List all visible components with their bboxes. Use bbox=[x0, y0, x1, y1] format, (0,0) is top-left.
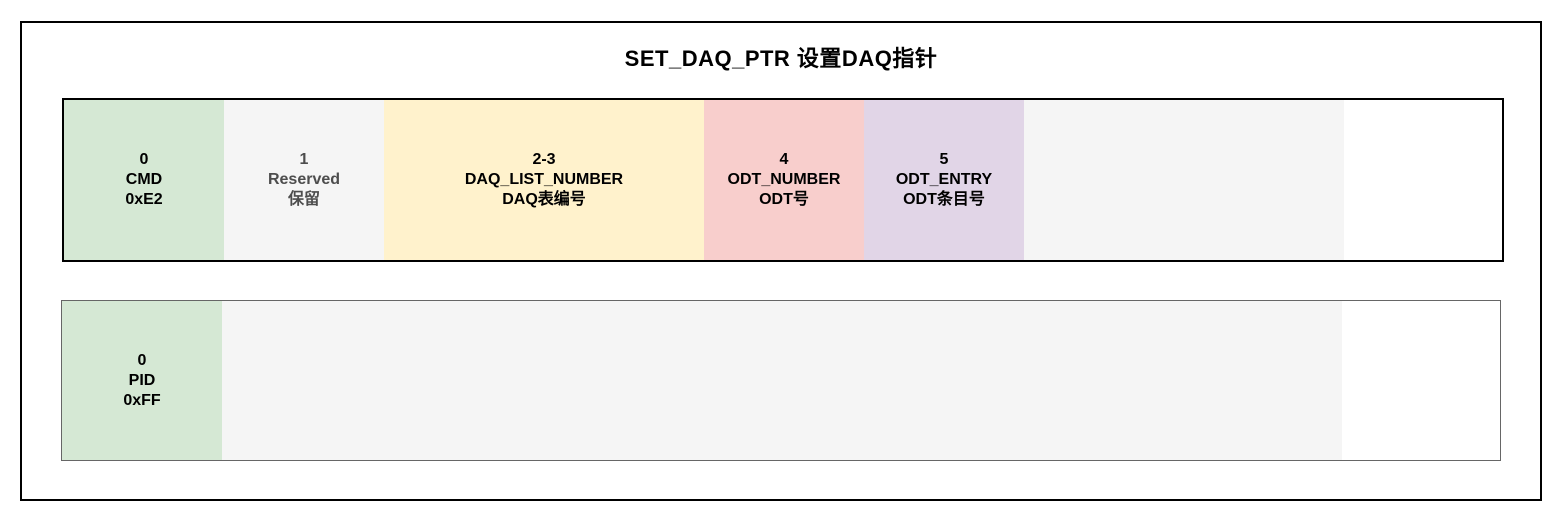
byte-name: ODT_ENTRY bbox=[895, 171, 993, 188]
byte-cell-0-pid: 0 PID 0xFF bbox=[62, 301, 222, 460]
byte-index: 0 bbox=[137, 351, 147, 369]
byte-name: ODT_NUMBER bbox=[727, 171, 841, 188]
byte-cell-5-odt-entry: 5 ODT_ENTRY ODT条目号 bbox=[864, 100, 1024, 260]
outer-frame: SET_DAQ_PTR 设置DAQ指针 0 CMD 0xE2 1 Reserve… bbox=[20, 21, 1542, 501]
command-frame-row: 0 CMD 0xE2 1 Reserved 保留 2-3 DAQ_LIST_NU… bbox=[62, 98, 1504, 262]
byte-name: DAQ_LIST_NUMBER bbox=[464, 171, 624, 188]
byte-desc: 0xE2 bbox=[125, 191, 163, 208]
byte-desc: DAQ表编号 bbox=[502, 191, 586, 208]
byte-name: CMD bbox=[125, 171, 163, 188]
byte-cell-4-odt-number: 4 ODT_NUMBER ODT号 bbox=[704, 100, 864, 260]
byte-name: PID bbox=[128, 371, 156, 389]
byte-index: 4 bbox=[779, 151, 789, 168]
filler-cell-white bbox=[1342, 301, 1500, 460]
byte-desc: 0xFF bbox=[123, 391, 161, 409]
filler-cell-gray bbox=[222, 301, 1342, 460]
byte-index: 0 bbox=[139, 151, 149, 168]
byte-index: 2-3 bbox=[532, 151, 556, 168]
byte-desc: ODT号 bbox=[759, 191, 809, 208]
byte-index: 5 bbox=[939, 151, 949, 168]
byte-desc: ODT条目号 bbox=[903, 191, 985, 208]
filler-cell-white bbox=[1344, 100, 1502, 260]
byte-cell-0-cmd: 0 CMD 0xE2 bbox=[64, 100, 224, 260]
byte-cell-1-reserved: 1 Reserved 保留 bbox=[224, 100, 384, 260]
diagram-title: SET_DAQ_PTR 设置DAQ指针 bbox=[624, 46, 938, 71]
byte-desc: 保留 bbox=[287, 191, 320, 208]
filler-cell-gray bbox=[1024, 100, 1344, 260]
response-frame-row: 0 PID 0xFF bbox=[61, 300, 1501, 461]
byte-index: 1 bbox=[299, 151, 309, 168]
byte-name: Reserved bbox=[267, 171, 341, 188]
byte-cell-2-3-daq-list-number: 2-3 DAQ_LIST_NUMBER DAQ表编号 bbox=[384, 100, 704, 260]
